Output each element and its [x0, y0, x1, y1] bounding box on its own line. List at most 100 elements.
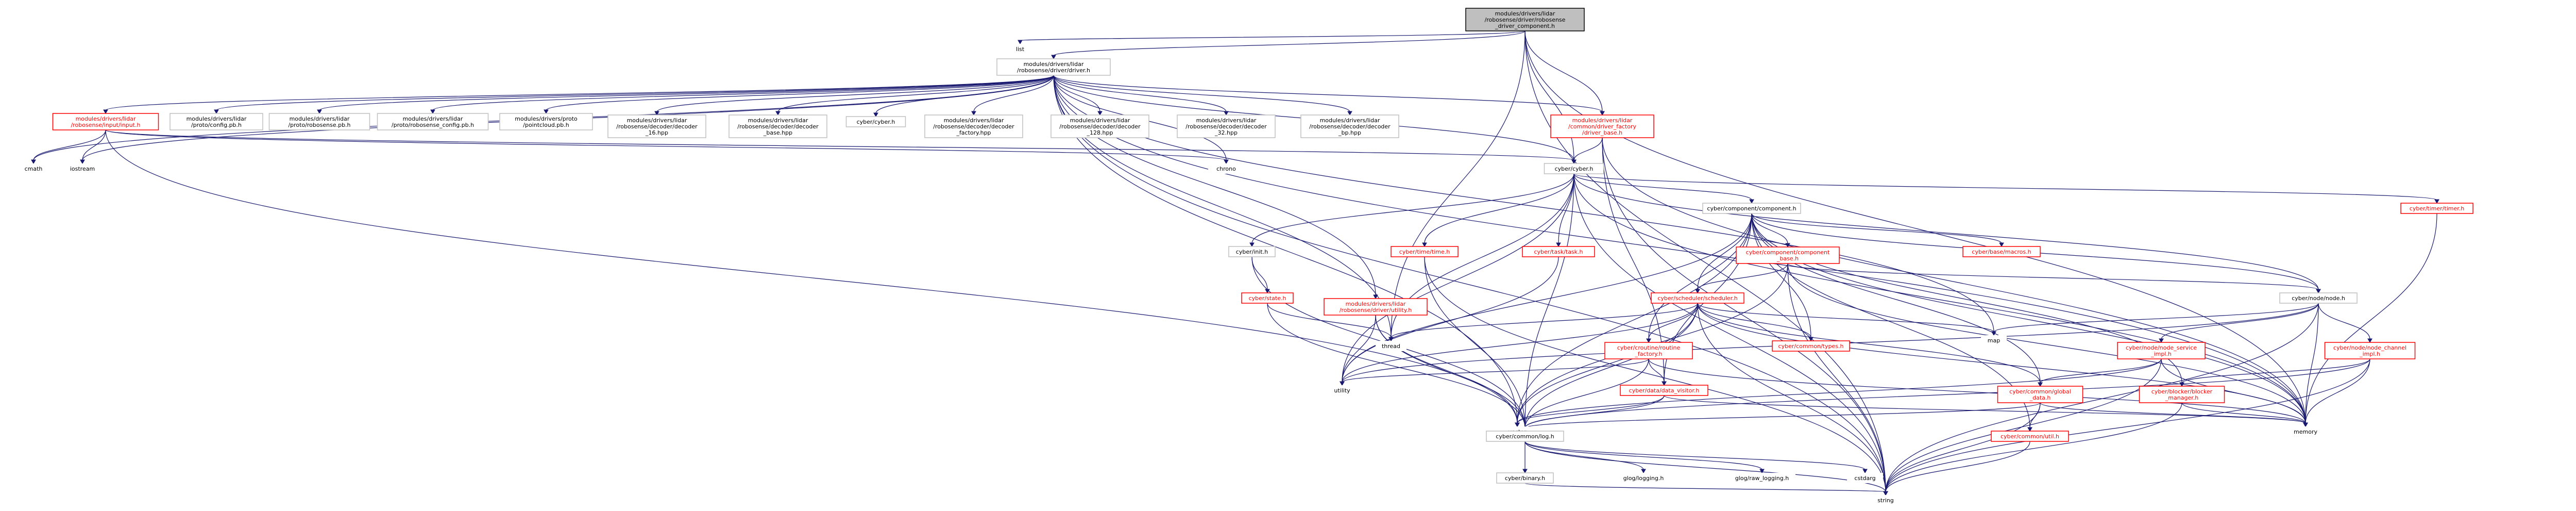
- node-component-h[interactable]: cyber/component/component.h: [1702, 203, 1801, 214]
- node-decoder-128[interactable]: modules/drivers/lidar/robosense/decoder/…: [1050, 114, 1149, 138]
- node-timer-h[interactable]: cyber/timer/timer.h: [2400, 203, 2473, 214]
- dependency-edge: [546, 75, 1054, 111]
- node-scheduler-h[interactable]: cyber/scheduler/scheduler.h: [1651, 292, 1744, 304]
- dependency-edge: [1342, 213, 1752, 383]
- dependency-edge: [1524, 402, 2041, 428]
- node-label-line: _driver_component.h: [1495, 23, 1555, 29]
- dependency-edge: [1648, 358, 1665, 383]
- dependency-edge: [33, 129, 106, 161]
- edge-arrowhead: [1600, 111, 1605, 116]
- node-label-line: list: [1016, 46, 1025, 53]
- edge-arrowhead: [2038, 382, 2043, 387]
- node-label-line: _base.hpp: [763, 129, 792, 136]
- node-list: list: [1010, 44, 1030, 54]
- dependency-edge: [82, 129, 106, 161]
- edge-arrowhead: [1347, 111, 1352, 116]
- node-root[interactable]: modules/drivers/lidar/robosense/driver/r…: [1465, 8, 1585, 31]
- node-label-line: cyber/cyber.h: [1555, 166, 1594, 172]
- node-util-h[interactable]: cyber/common/util.h: [1991, 431, 2069, 442]
- node-time-h[interactable]: cyber/time/time.h: [1391, 246, 1459, 257]
- node-label-line: cyber/node/node_channel: [2333, 344, 2406, 351]
- node-label-line: cyber/component/component.h: [1707, 205, 1796, 212]
- dependency-edge: [2305, 303, 2319, 424]
- dependency-edge: [1751, 213, 2002, 244]
- node-decoder-factory[interactable]: modules/drivers/lidar/robosense/decoder/…: [924, 114, 1023, 138]
- node-binary-h[interactable]: cyber/binary.h: [1496, 472, 1554, 484]
- node-box: [1486, 431, 1564, 442]
- node-cyber-cyber[interactable]: cyber/cyber.h: [1544, 163, 1604, 174]
- node-global-data[interactable]: cyber/common/global_data.h: [1997, 386, 2083, 403]
- dependency-edge: [105, 129, 1518, 424]
- node-box: [2400, 203, 2473, 214]
- dependency-edge: [1993, 303, 2319, 333]
- node-label-line: /proto/config.pb.h: [191, 122, 242, 128]
- node-routine-factory[interactable]: cyber/croutine/routine_factory.h: [1604, 342, 1693, 359]
- node-cmath: cmath: [16, 163, 50, 174]
- node-input[interactable]: modules/drivers/lidar/robosense/input/in…: [52, 113, 159, 130]
- dependency-edge: [777, 75, 1054, 112]
- dependency-edge: [105, 129, 1574, 161]
- node-decoder-32[interactable]: modules/drivers/lidar/robosense/decoder/…: [1177, 114, 1276, 138]
- node-state-h[interactable]: cyber/state.h: [1241, 292, 1294, 304]
- node-label-line: cstdarg: [1854, 475, 1875, 482]
- node-box: [52, 113, 159, 130]
- dependency-edge: [1517, 395, 1665, 424]
- node-box: [2324, 342, 2416, 359]
- node-robosense-config-pb[interactable]: modules/drivers/lidar/proto/robosense_co…: [377, 113, 489, 130]
- node-box: [62, 163, 103, 174]
- node-node-service[interactable]: cyber/node/node_service_impl.h: [2117, 342, 2206, 359]
- node-label-line: modules/drivers/lidar: [1024, 61, 1084, 68]
- node-label-line: thread: [1382, 343, 1400, 350]
- dependency-edge: [1524, 173, 1574, 428]
- dependency-edge: [1524, 30, 1886, 492]
- node-label-line: modules/drivers/lidar: [748, 117, 808, 124]
- dependency-edge: [1053, 75, 1227, 112]
- node-cyber-h[interactable]: cyber/cyber.h: [845, 116, 906, 127]
- node-node-channel[interactable]: cyber/node/node_channel_impl.h: [2324, 342, 2416, 359]
- node-types-h[interactable]: cyber/common/types.h: [1772, 340, 1850, 352]
- node-node-h[interactable]: cyber/node/node.h: [2279, 292, 2358, 304]
- node-box: [1241, 292, 1294, 304]
- dependency-edge: [1053, 30, 1526, 56]
- node-label-line: /robosense/decoder/decoder: [1059, 123, 1141, 130]
- dependency-edge: [1573, 173, 2306, 424]
- node-label-line: cyber/node/node.h: [2292, 295, 2345, 302]
- node-utility-h[interactable]: modules/drivers/lidar/robosense/driver/u…: [1324, 298, 1428, 316]
- dependency-edge: [1697, 263, 1788, 290]
- node-label-line: modules/drivers/proto: [515, 116, 578, 122]
- node-box: [1962, 246, 2041, 257]
- node-label-line: modules/drivers/lidar: [1070, 117, 1130, 124]
- node-macros-h[interactable]: cyber/base/macros.h: [1962, 246, 2041, 257]
- node-component-base[interactable]: cyber/component/component_base.h: [1736, 246, 1840, 264]
- node-box: [1327, 385, 1358, 395]
- node-box: [1300, 114, 1399, 138]
- dependency-edge: [2305, 213, 2437, 424]
- node-blocker-manager[interactable]: cyber/blocker/blocker_manager.h: [2139, 386, 2225, 403]
- dependency-edge: [1524, 30, 2306, 424]
- edge-arrowhead: [430, 109, 435, 114]
- dependency-edge: [1342, 315, 1376, 383]
- node-label-line: /robosense/decoder/decoder: [1185, 123, 1267, 130]
- node-driver-factory[interactable]: modules/drivers/lidar/common/driver_fact…: [1550, 114, 1654, 138]
- dependency-edge: [1251, 256, 1268, 290]
- edge-arrowhead: [1571, 159, 1577, 164]
- node-driver[interactable]: modules/drivers/lidar/robosense/driver/d…: [996, 58, 1111, 76]
- node-data-visitor[interactable]: cyber/data/data_visitor.h: [1620, 385, 1708, 396]
- node-label-line: _128.hpp: [1087, 129, 1113, 136]
- node-pointcloud-pb[interactable]: modules/drivers/proto/pointcloud.pb.h: [499, 113, 593, 130]
- node-task-h[interactable]: cyber/task/task.h: [1522, 246, 1595, 257]
- node-config-pb[interactable]: modules/drivers/lidar/proto/config.pb.h: [170, 113, 263, 130]
- node-label-line: cyber/node/node_service: [2126, 344, 2197, 351]
- edge-arrowhead: [2316, 289, 2321, 294]
- node-decoder-base[interactable]: modules/drivers/lidar/robosense/decoder/…: [728, 114, 827, 138]
- node-log-h[interactable]: cyber/common/log.h: [1486, 431, 1564, 442]
- node-label-line: /pointcloud.pb.h: [523, 122, 569, 128]
- node-robosense-pb[interactable]: modules/drivers/lidar/proto/robosense.pb…: [268, 113, 370, 130]
- node-decoder-16[interactable]: modules/drivers/lidar/robosense/decoder/…: [607, 114, 706, 138]
- node-decoder-bp[interactable]: modules/drivers/lidar/robosense/decoder/…: [1300, 114, 1399, 138]
- edge-arrowhead: [1759, 469, 1765, 474]
- dependency-edge: [1053, 75, 1350, 112]
- dependency-edge: [1573, 173, 1752, 201]
- node-label-line: cyber/common/util.h: [2001, 433, 2059, 440]
- node-init-h[interactable]: cyber/init.h: [1228, 246, 1276, 257]
